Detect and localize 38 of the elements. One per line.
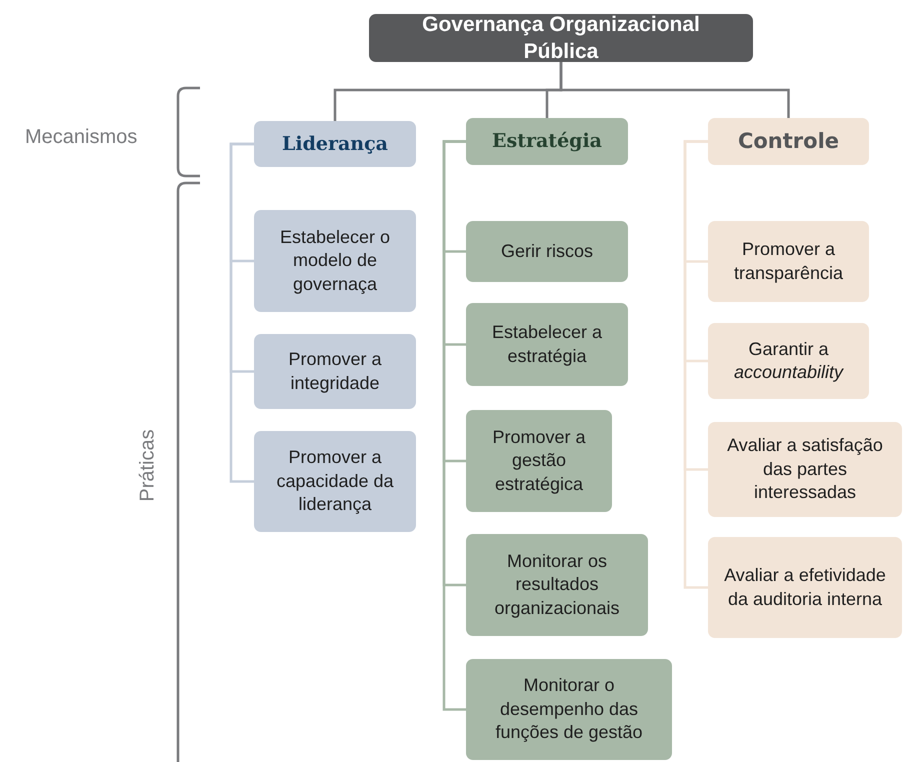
box-text: Promover a capacidade da liderança [275,446,395,516]
connector-line [442,140,466,711]
mechanism-box [254,121,416,167]
mechanism-box [708,118,869,165]
practice-box [708,537,902,638]
box-text: Estabelecer o modelo de governaça [278,226,392,296]
practice-box [466,303,628,386]
connector-line [560,62,790,118]
box-text: Monitorar o desempenho das funções de gestão [494,674,644,744]
mechanism-box [466,118,628,165]
box-text: Governança Organizacional Pública [421,12,701,65]
box-text: Avaliar a efetividade da auditoria interna [723,564,887,610]
box-text: Promover a gestão estratégica [491,426,587,496]
box-text: Estratégia [492,129,602,154]
connector-line [230,142,254,483]
practice-box [708,323,869,399]
practice-box [466,221,628,282]
box-text: Gerir riscos [500,240,593,263]
connector-line [684,140,708,589]
box-text: Promover a integridade [287,348,383,395]
box-text: Promover a transparência [732,238,844,285]
section-label: Mecanismos [25,126,138,149]
box-text: Monitorar os resultados organizacionais [493,550,621,620]
title-box [369,14,753,62]
section-label: Práticas [136,428,160,502]
practice-box [254,431,416,532]
box-text: Garantir a accountability [732,338,845,384]
practice-box [466,659,672,760]
box-text: Controle [738,128,840,155]
practice-box [466,410,612,512]
practice-box [254,334,416,409]
box-text: Avaliar a satisfação das partes interessadas [726,434,884,504]
practice-box [254,210,416,312]
practice-box [708,221,869,302]
box-text: Liderança [282,132,388,156]
practice-box [708,422,902,517]
box-text: Estabelecer a estratégia [490,321,604,368]
practice-box [466,534,648,636]
